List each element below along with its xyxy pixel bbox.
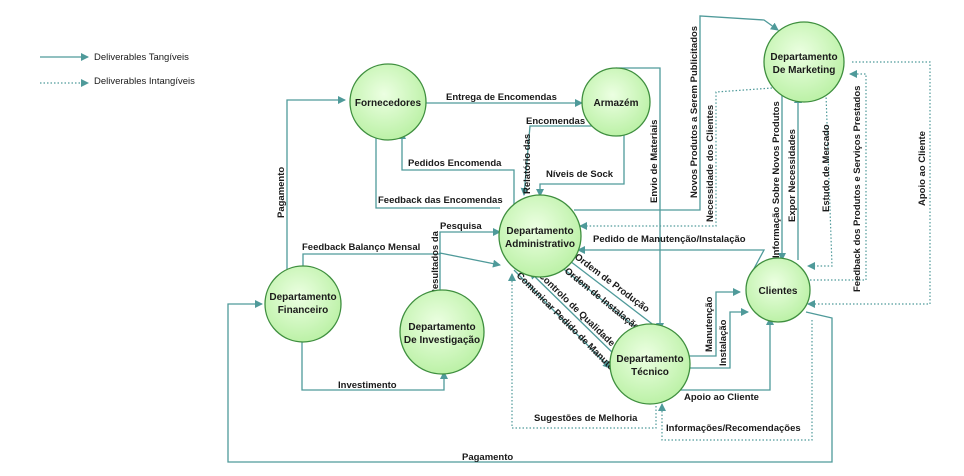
node-investigacao-label-2: De Investigação: [404, 335, 480, 346]
edge-feedback-encomendas: [372, 125, 500, 209]
node-financeiro[interactable]: Departamento Financeiro: [264, 265, 342, 343]
edge-pagamento-clientes: [227, 300, 833, 463]
label-relatorio: Relatório das: [522, 134, 533, 194]
edge-ordem-producao: [565, 257, 669, 337]
edge-niveis: [536, 130, 625, 197]
label-feedback-encomendas: Feedback das Encomendas: [378, 195, 503, 206]
node-armazem[interactable]: Armazém: [581, 67, 651, 137]
node-financeiro-label-1: Departamento: [269, 292, 336, 303]
label-envio: Envio de Materiais: [649, 120, 660, 203]
edge-novos-produtos: [574, 15, 779, 211]
edge-apoio-mkt: [807, 61, 931, 308]
legend-intangible-label: Deliverables Intangíveis: [94, 76, 195, 87]
label-feedback-balanco: Feedback Balanço Mensal: [302, 242, 420, 253]
label-encomendas: Encomendas: [526, 116, 585, 127]
label-manutencao: Manutenção: [704, 296, 715, 352]
edge-investimento: [301, 340, 448, 391]
node-fornecedores[interactable]: Fornecedores: [349, 63, 427, 141]
legend: Deliverables Tangíveis Deliverables Inta…: [40, 52, 195, 87]
edge-manutencao: [684, 288, 741, 357]
edge-envio: [616, 67, 664, 331]
edge-encomendas: [520, 125, 600, 196]
edge-pagamento-fornecedores: [286, 96, 346, 274]
label-investimento: Investimento: [338, 380, 397, 391]
node-administrativo-label-2: Administrativo: [505, 239, 575, 250]
nodes: Fornecedores Armazém Departamento De Mar…: [264, 21, 845, 405]
edge-instalacao: [688, 308, 749, 369]
node-marketing[interactable]: Departamento De Marketing: [763, 21, 845, 103]
label-instalacao: Instalação: [718, 319, 729, 366]
label-estudo: Estudo de Mercado: [821, 124, 832, 212]
edge-feedback-produtos: [810, 70, 867, 281]
edge-pesquisa: [439, 228, 501, 292]
label-informacoes: Informações/Recomendações: [666, 423, 801, 434]
edge-sugestoes: [508, 273, 657, 429]
node-administrativo-label-1: Departamento: [506, 226, 573, 237]
label-apoio-cliente: Apoio ao Cliente: [684, 392, 759, 403]
label-informacao: Informação Sobre Novos Produtos: [771, 101, 782, 258]
node-armazem-label: Armazém: [593, 98, 638, 109]
label-pedido-manutencao: Pedido de Manutenção/Instalação: [593, 234, 746, 245]
edge-feedback-balanco: [302, 252, 501, 272]
label-pesquisa: Pesquisa: [440, 221, 482, 232]
label-resultados: Resultados da: [430, 230, 441, 296]
edge-informacoes: [658, 320, 813, 441]
node-investigacao-label-1: Departamento: [408, 322, 475, 333]
node-administrativo[interactable]: Departamento Administrativo: [498, 194, 582, 278]
label-apoio-mkt: Apoio ao Cliente: [917, 131, 928, 206]
node-fornecedores-label: Fornecedores: [355, 98, 422, 109]
label-expor: Expor Necessidades: [787, 129, 798, 222]
label-novos-produtos: Novos Produtos a Serem Publicitados: [689, 26, 700, 198]
edge-apoio-cliente: [672, 317, 774, 391]
node-marketing-label-1: Departamento: [770, 52, 837, 63]
node-financeiro-label-2: Financeiro: [278, 305, 329, 316]
node-marketing-label-2: De Marketing: [773, 65, 836, 76]
node-investigacao[interactable]: Departamento De Investigação: [399, 289, 485, 375]
legend-tangible-label: Deliverables Tangíveis: [94, 52, 189, 63]
label-sugestoes: Sugestões de Melhoria: [534, 413, 638, 424]
label-pagamento-clientes: Pagamento: [462, 452, 513, 463]
node-tecnico[interactable]: Departamento Técnico: [609, 323, 691, 405]
edge-necessidade: [579, 87, 773, 230]
edge-controlo: [529, 271, 617, 357]
label-feedback-produtos: Feedback dos Produtos e Serviços Prestad…: [852, 86, 863, 292]
label-necessidade: Necessidade dos Clientes: [705, 105, 716, 222]
edge-pedidos: [398, 131, 515, 205]
label-pedidos: Pedidos Encomenda: [408, 158, 502, 169]
node-tecnico-label-1: Departamento: [616, 354, 683, 365]
edge-estudo: [807, 93, 833, 270]
label-pagamento-fornecedores: Pagamento: [276, 167, 287, 218]
node-tecnico-label-2: Técnico: [631, 367, 669, 378]
node-clientes-label: Clientes: [759, 286, 798, 297]
node-clientes[interactable]: Clientes: [745, 257, 811, 323]
label-niveis: Níveis de Sock: [546, 169, 614, 180]
edge-comunicar: [513, 269, 611, 369]
label-entrega: Entrega de Encomendas: [446, 92, 557, 103]
